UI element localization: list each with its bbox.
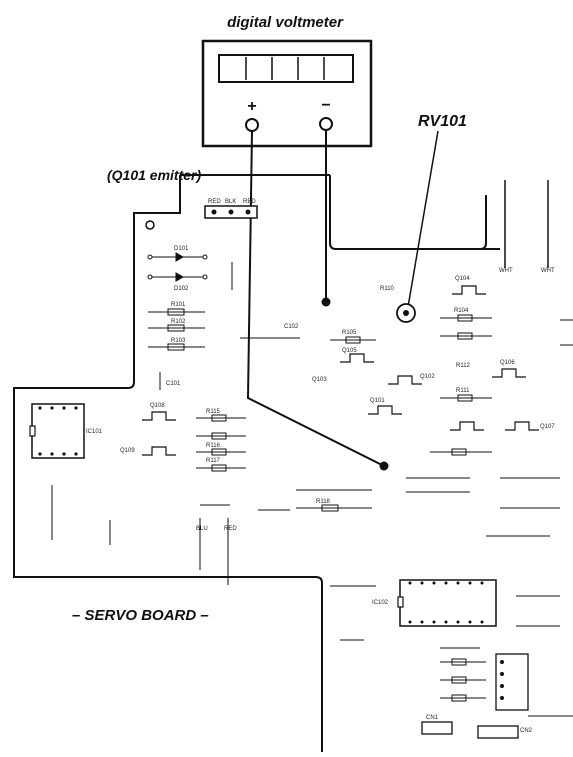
label-r117: R117 xyxy=(206,458,221,464)
connector-cn1 xyxy=(421,721,453,735)
plus-probe-lead xyxy=(246,130,385,467)
label-d101: D101 xyxy=(174,246,189,252)
servo-board-label: – SERVO BOARD – xyxy=(72,607,209,624)
minus-terminal-label: − xyxy=(321,97,330,114)
label-q104: Q104 xyxy=(455,276,470,282)
lower-components xyxy=(330,585,573,717)
connector-strip-right xyxy=(495,653,529,711)
wire-label-red-3: RED xyxy=(224,526,237,532)
label-q105: Q105 xyxy=(342,348,357,354)
label-d102: D102 xyxy=(174,286,189,292)
label-r101: R101 xyxy=(171,302,186,308)
label-q108: Q108 xyxy=(150,403,165,409)
label-q106: Q106 xyxy=(500,360,515,366)
servo-board-top-right-edge xyxy=(336,195,487,250)
wire-label-wht-1: WHT xyxy=(499,268,513,274)
ground-terminal xyxy=(145,220,155,230)
wire-label-blk: BLK xyxy=(225,199,236,205)
label-c102: C102 xyxy=(284,324,299,330)
connector-pin xyxy=(211,209,217,215)
label-cn1: CN1 xyxy=(426,715,439,721)
ic102-notch xyxy=(397,596,404,608)
label-r112: R112 xyxy=(456,363,471,369)
label-ic102: IC102 xyxy=(372,600,389,606)
diagram-title: digital voltmeter xyxy=(227,14,344,31)
label-r118: R118 xyxy=(316,499,331,505)
ic102-pins xyxy=(408,581,484,624)
rv101-leader xyxy=(407,130,439,308)
plus-terminal-label: + xyxy=(247,98,256,115)
ic101-chip xyxy=(31,403,85,459)
digital-voltmeter: + − xyxy=(201,39,373,148)
label-ic101: IC101 xyxy=(86,429,103,435)
label-q103: Q103 xyxy=(312,377,327,383)
plus-probe-point xyxy=(379,461,389,471)
voltmeter-display xyxy=(218,54,354,83)
wire-label-red-2: RED xyxy=(243,199,256,205)
ic102-chip xyxy=(399,579,497,627)
label-r105: R105 xyxy=(342,330,357,336)
minus-terminal xyxy=(319,117,333,131)
servo-board-outline xyxy=(13,174,500,752)
label-r111: R111 xyxy=(456,388,470,394)
transistors xyxy=(142,285,539,456)
label-r104: R104 xyxy=(454,308,469,314)
label-q101: Q101 xyxy=(370,398,385,404)
connector-pin xyxy=(245,209,251,215)
center-right-components xyxy=(51,314,573,585)
label-q102: Q102 xyxy=(420,374,435,380)
label-q109: Q109 xyxy=(120,448,135,454)
connector-cn2 xyxy=(477,725,519,739)
ic101-pins xyxy=(38,406,78,456)
label-r103: R103 xyxy=(171,338,186,344)
label-r102: R102 xyxy=(171,319,186,325)
q101-emitter-label: (Q101 emitter) xyxy=(107,167,201,183)
wire-label-red-1: RED xyxy=(208,199,221,205)
label-q107: Q107 xyxy=(540,424,555,430)
plus-terminal xyxy=(245,118,259,132)
rv101-trimmer-center xyxy=(403,310,409,316)
label-r110: R110 xyxy=(380,286,395,292)
minus-probe-point xyxy=(321,297,331,307)
connector-pin xyxy=(228,209,234,215)
left-components xyxy=(147,252,233,390)
wire-label-blu: BLU xyxy=(196,526,208,532)
label-cn2: CN2 xyxy=(520,728,533,734)
label-c101: C101 xyxy=(166,381,181,387)
rv101-label: RV101 xyxy=(418,113,467,130)
ic101-notch xyxy=(29,425,36,437)
connector-strip-right-pins xyxy=(500,660,504,700)
wire-label-wht-2: WHT xyxy=(541,268,555,274)
label-r116: R116 xyxy=(206,443,221,449)
label-r115: R115 xyxy=(206,409,221,415)
